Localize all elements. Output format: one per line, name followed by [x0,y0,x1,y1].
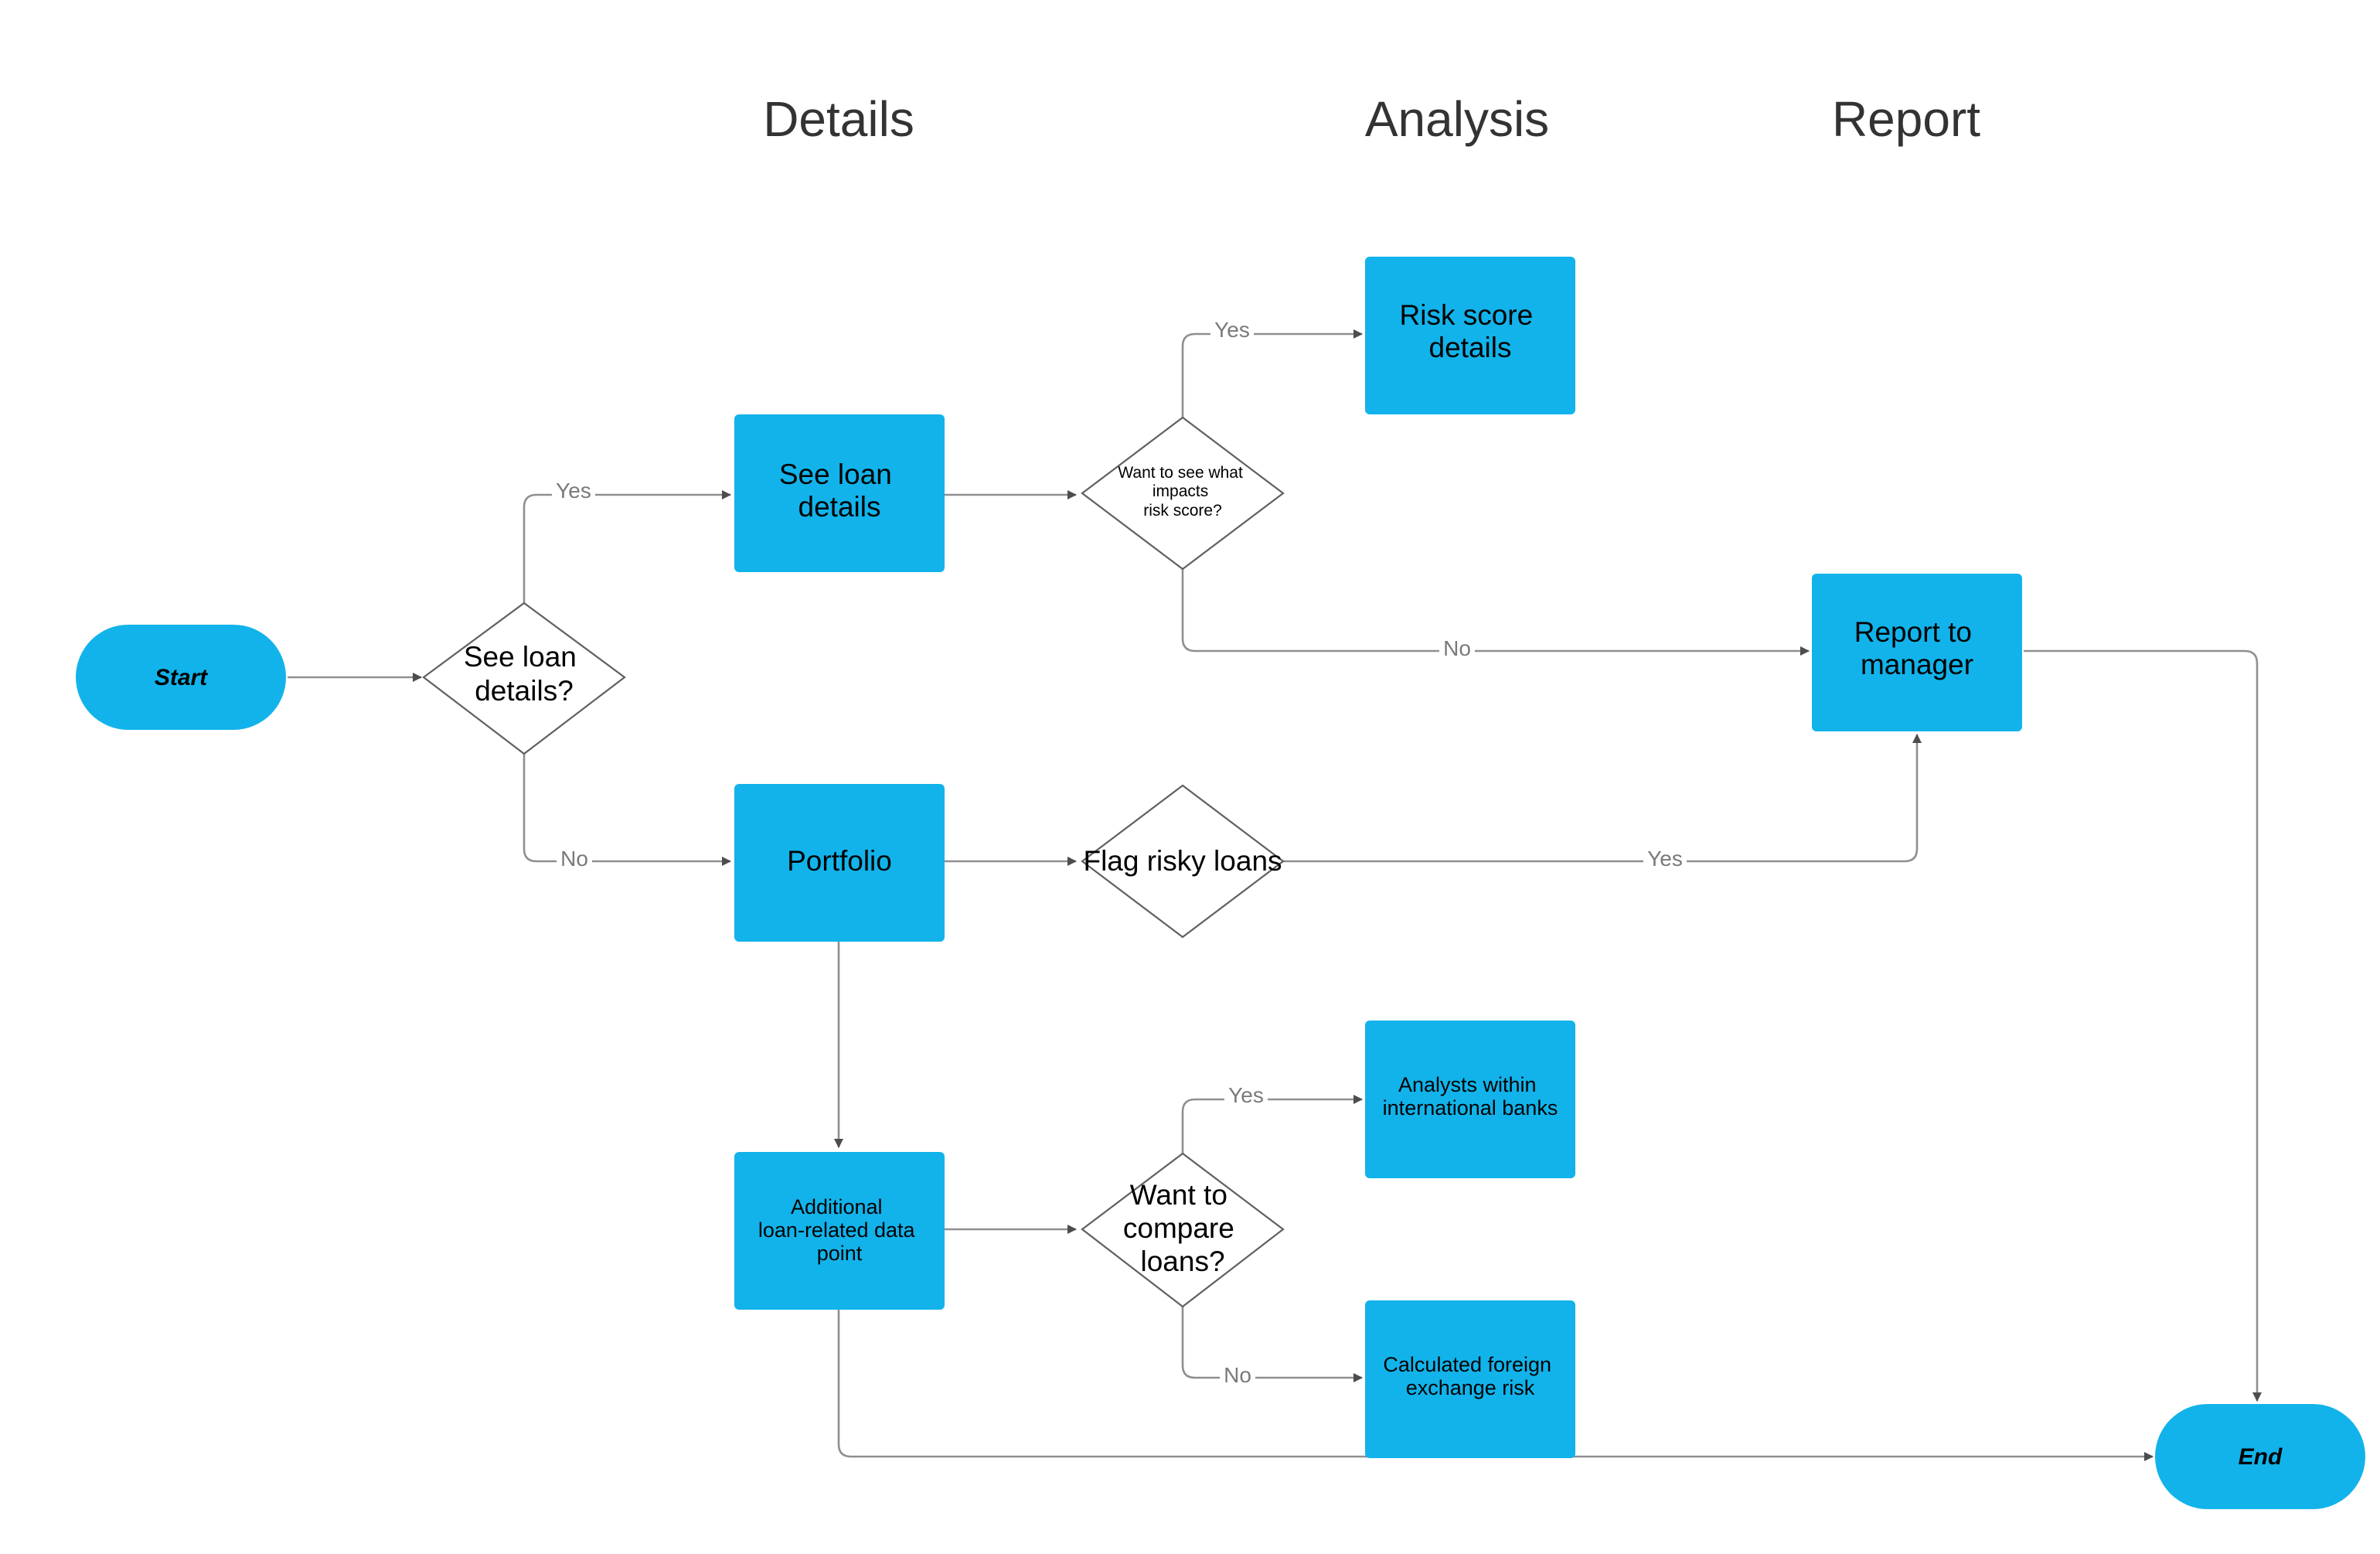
report-to-manager-text: Report to manager [1854,616,1980,680]
edge-decision-no-to-portfolio [523,754,731,866]
process-see-loan-details[interactable]: See loan details [734,414,945,572]
decision-risk-score-text: Want to see what impacts risk score? [1118,464,1247,520]
end-terminal[interactable]: End [2155,1404,2365,1509]
edges [288,329,2262,1461]
edge-additional-to-end [837,1310,2154,1461]
decision-flag-risky-text: Flag risky loans [1083,845,1282,877]
heading-analysis: Analysis [1365,91,1549,147]
edge-label-compare-yes: Yes [1228,1083,1264,1107]
process-additional-data[interactable]: Additional loan-related data point [734,1152,945,1310]
edge-compare-yes-to-analysts [1181,1095,1363,1154]
decision-see-loan-details[interactable]: See loan details? [422,601,626,755]
process-calculated-fx-risk[interactable]: Calculated foreign exchange risk [1365,1300,1575,1458]
analysts-international-text: Analysts within international banks [1383,1073,1558,1119]
decision-see-loan-text: See loan details? [464,641,584,707]
calculated-fx-risk-text: Calculated foreign exchange risk [1383,1353,1557,1399]
edge-decision-yes-to-see-loan [523,490,731,603]
edge-risk-no-to-report [1181,569,1810,656]
decision-compare-text: Want to compare loans? [1123,1179,1242,1277]
start-label: Start [155,665,209,690]
portfolio-text: Portfolio [787,845,892,877]
edge-report-to-end [2024,649,2262,1402]
process-report-to-manager[interactable]: Report to manager [1812,574,2022,731]
process-analysts-international[interactable]: Analysts within international banks [1365,1021,1575,1178]
risk-score-details-text: Risk score details [1400,299,1541,363]
edge-compare-no-to-fx [1181,1307,1363,1382]
edge-labels: Yes No Yes No Yes Yes No [552,317,1687,1387]
end-label: End [2239,1444,2283,1470]
see-loan-details-text: See loan details [779,458,900,523]
edge-label-flag-yes: Yes [1647,847,1683,871]
decision-compare-loans[interactable]: Want to compare loans? [1081,1152,1285,1308]
start-terminal[interactable]: Start [76,625,286,730]
decision-flag-risky[interactable]: Flag risky loans [1081,784,1285,939]
edge-risk-yes-to-risk-score [1181,329,1363,417]
process-risk-score-details[interactable]: Risk score details [1365,257,1575,414]
heading-details: Details [763,91,914,147]
edge-label-see-loan-no: No [560,847,588,871]
process-portfolio[interactable]: Portfolio [734,784,945,942]
edge-label-risk-yes: Yes [1214,318,1250,342]
decision-risk-score[interactable]: Want to see what impacts risk score? [1081,416,1285,571]
additional-data-text: Additional loan-related data point [758,1195,921,1265]
heading-report: Report [1832,91,1980,147]
edge-flag-yes-to-report [1282,734,1922,863]
edge-label-risk-no: No [1443,636,1471,660]
edge-label-compare-no: No [1224,1363,1251,1387]
edge-label-see-loan-yes: Yes [556,479,591,503]
